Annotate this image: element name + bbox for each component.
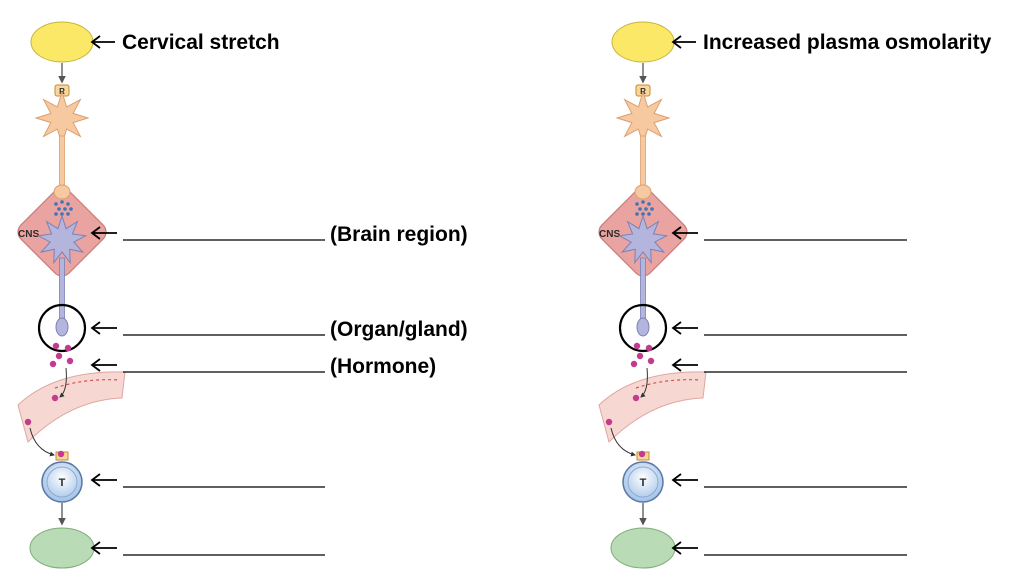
left-arrow-icon: [671, 358, 682, 372]
hormone-dot: [49, 360, 57, 368]
target-letter: T: [59, 477, 66, 489]
blank-label-1: (Brain region): [330, 223, 468, 246]
target-cell-inner: [627, 466, 659, 498]
left-arrow-icon: [90, 226, 101, 240]
left-arrow-icon: [90, 473, 101, 487]
sensory-axon: [59, 135, 65, 189]
neurotransmitter-dot: [54, 202, 58, 206]
hormone-dot: [645, 344, 653, 352]
neurotransmitter-dot: [63, 207, 67, 211]
neurotransmitter-dot: [647, 202, 651, 206]
neurotransmitter-dot: [641, 212, 645, 216]
left-arrow-icon: [671, 541, 682, 555]
neurotransmitter-dot: [60, 200, 64, 204]
left-arrow-icon: [90, 35, 101, 49]
neurotransmitter-dot: [66, 212, 70, 216]
hormone-dot: [636, 352, 644, 360]
blood-vessel: [598, 371, 707, 443]
neurotransmitter-dot: [635, 212, 639, 216]
pathway-2: Increased plasma osmolarityRCNST: [598, 21, 992, 569]
hormone-dot: [52, 342, 60, 350]
left-arrow-icon: [90, 321, 101, 335]
neurotransmitter-dot: [57, 207, 61, 211]
hormone-dot: [632, 394, 640, 402]
neurotransmitter-dot: [641, 200, 645, 204]
blank-label-2: (Organ/gland): [330, 318, 468, 341]
neurotransmitter-dot: [635, 202, 639, 206]
blank-label-3: (Hormone): [330, 355, 436, 378]
target-cell: [622, 461, 664, 503]
left-arrow-icon: [671, 473, 682, 487]
neurotransmitter-dot: [60, 212, 64, 216]
neurotransmitter-dot: [69, 207, 73, 211]
stimulus-oval: [30, 21, 94, 63]
cns-label: CNS: [18, 229, 39, 240]
hormone-dot: [24, 418, 32, 426]
left-arrow-icon: [671, 35, 682, 49]
neurosecretory-terminal: [636, 317, 650, 337]
neurosecretory-axon: [59, 257, 65, 321]
neurotransmitter-dot: [647, 212, 651, 216]
axon-terminal: [634, 184, 652, 200]
neurotransmitter-dot: [650, 207, 654, 211]
organ-gland-circle: [618, 303, 668, 353]
pathway-1: Cervical stretchRCNST(Brain region)(Orga…: [17, 21, 468, 569]
hormone-dot: [64, 344, 72, 352]
stimulus-oval: [611, 21, 675, 63]
neurosecretory-axon: [640, 257, 646, 321]
axon-terminal: [53, 184, 71, 200]
neurosecretory-terminal: [55, 317, 69, 337]
stimulus-label: Increased plasma osmolarity: [703, 31, 992, 54]
response-oval: [610, 527, 676, 569]
hormone-path-arrow: [29, 427, 55, 457]
cns-label: CNS: [599, 229, 620, 240]
neurotransmitter-dot: [638, 207, 642, 211]
hormone-dot: [605, 418, 613, 426]
hormone-dot: [630, 360, 638, 368]
neurotransmitter-dot: [54, 212, 58, 216]
left-arrow-icon: [90, 541, 101, 555]
hormone-dot: [647, 357, 655, 365]
left-arrow-icon: [671, 321, 682, 335]
target-cell-inner: [46, 466, 78, 498]
sensory-axon: [640, 135, 646, 189]
neurotransmitter-dot: [644, 207, 648, 211]
vessel-wall: [54, 379, 121, 389]
blood-vessel: [17, 371, 126, 443]
organ-gland-circle: [37, 303, 87, 353]
hormone-dot: [633, 342, 641, 350]
left-arrow-icon: [671, 226, 682, 240]
response-oval: [29, 527, 95, 569]
hormone-dot: [66, 357, 74, 365]
hormone-path-arrow: [640, 367, 648, 398]
target-cell: [41, 461, 83, 503]
left-arrow-icon: [90, 358, 101, 372]
target-letter: T: [640, 477, 647, 489]
hormone-path-arrow: [59, 367, 67, 398]
neurotransmitter-dot: [66, 202, 70, 206]
neurosecretory-neuron-body: [617, 214, 669, 265]
bound-hormone-dot: [57, 450, 65, 458]
hormone-path-arrow: [610, 427, 636, 457]
stimulus-label: Cervical stretch: [122, 31, 280, 54]
bound-hormone-dot: [638, 450, 646, 458]
hormone-dot: [51, 394, 59, 402]
vessel-wall: [635, 379, 702, 389]
hormone-dot: [55, 352, 63, 360]
neurosecretory-neuron-body: [36, 214, 88, 265]
